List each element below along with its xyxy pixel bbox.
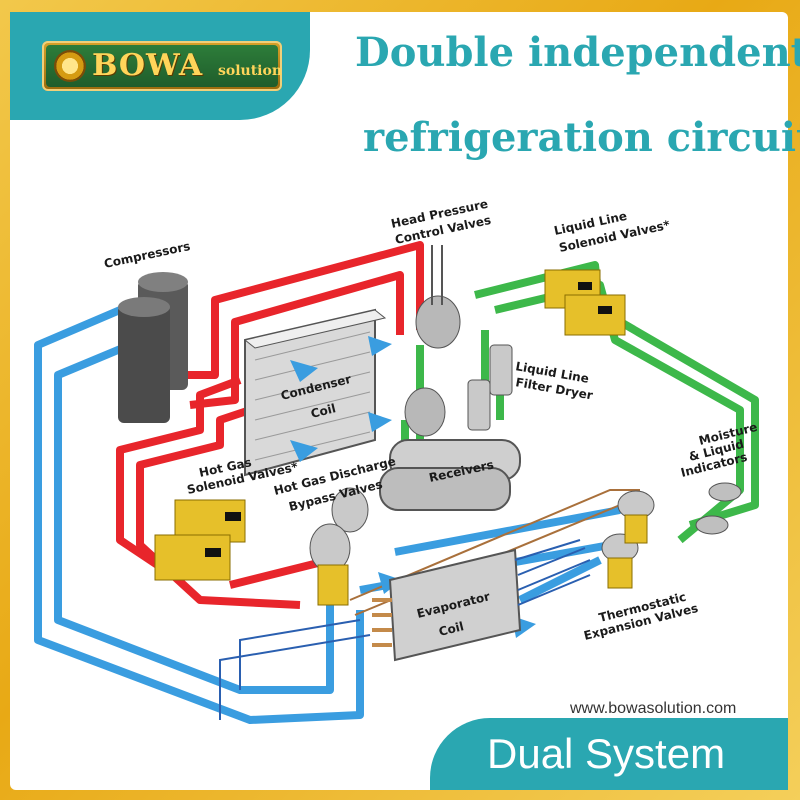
footer-system-name: Dual System <box>487 730 726 777</box>
hot-gas-solenoid-valves <box>154 499 246 581</box>
label-evaporator-2: Coil <box>437 619 465 639</box>
logo-suffix: solution <box>218 63 283 79</box>
bowa-logo: BOWA solution <box>42 41 282 91</box>
condenser-coil <box>243 308 387 477</box>
expansion-valves <box>601 490 655 589</box>
hot-gas-lines <box>116 241 424 609</box>
label-condenser-2: Coil <box>309 401 337 421</box>
label-compressors: Compressors <box>103 239 192 271</box>
liquid-line-solenoid-valves <box>544 269 626 336</box>
bypass-valves <box>309 487 369 606</box>
sun-icon <box>54 50 86 82</box>
title-line-2: refrigeration circuit <box>363 114 800 161</box>
logo-plate: BOWA solution <box>46 45 282 87</box>
footer-banner <box>430 718 788 790</box>
moisture-indicators <box>695 482 742 535</box>
evaporator-coil <box>372 539 591 662</box>
logo-brand: BOWA <box>92 48 204 83</box>
receivers <box>379 439 521 511</box>
title-line-1: Double independent <box>355 29 800 76</box>
filter-dryers <box>467 344 513 431</box>
website-url: www.bowasolution.com <box>570 700 737 717</box>
sensor-wiring <box>219 619 371 720</box>
head-pressure-valves <box>404 245 461 437</box>
compressors <box>118 272 188 423</box>
